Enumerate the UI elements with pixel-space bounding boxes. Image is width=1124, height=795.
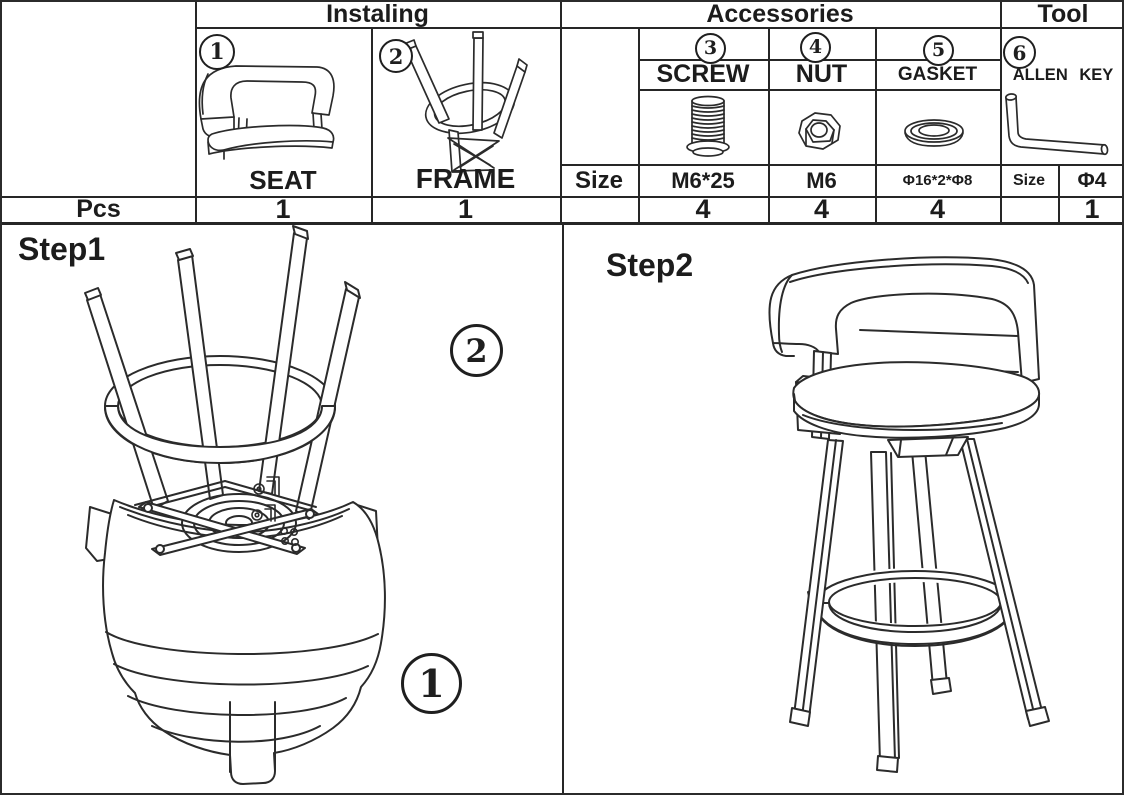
swivel-plate	[135, 481, 318, 555]
table-line	[2, 196, 1122, 198]
callout-seat-1: 1	[401, 653, 462, 714]
part-number-3: 3	[695, 33, 726, 64]
step2-label: Step2	[606, 247, 694, 283]
pcs-frame: 1	[457, 194, 474, 224]
screw-icon	[687, 97, 729, 157]
table-line	[195, 27, 1122, 29]
nut-icon	[799, 113, 840, 149]
part-name-screw: SCREW	[656, 59, 750, 88]
foot-ring-front	[816, 603, 1014, 644]
seat-icon	[199, 66, 334, 159]
pcs-gasket: 4	[929, 194, 946, 224]
table-line	[875, 27, 877, 223]
stool-legs-back	[871, 450, 951, 772]
pcs-screw: 4	[695, 194, 711, 224]
part-number-5: 5	[923, 35, 954, 66]
part-number-6: 6	[1003, 36, 1036, 69]
part-number-4: 4	[800, 32, 831, 63]
part-name-nut: NUT	[795, 59, 848, 88]
table-line	[1058, 165, 1060, 223]
table-line	[638, 89, 1000, 91]
step1-drawing	[2, 224, 562, 795]
table-part-icons	[2, 2, 1124, 224]
part-name-frame: FRAME	[415, 162, 516, 194]
size-screw: M6*25	[671, 167, 735, 193]
step2-drawing	[562, 224, 1124, 795]
part-name-allen-key: ALLEN KEY	[1012, 65, 1114, 84]
panel-divider	[562, 223, 564, 793]
pcs-row-label: Pcs	[76, 195, 121, 223]
callout-frame-2: 2	[450, 324, 503, 377]
header-accessories: Accessories	[706, 0, 854, 28]
part-name-gasket: GASKET	[897, 63, 978, 85]
frame-icon	[404, 32, 527, 172]
foot-ring-front	[105, 406, 335, 463]
table-line	[371, 27, 373, 223]
stool-legs-front	[790, 439, 1049, 726]
table-line	[638, 27, 640, 223]
part-number-2: 2	[379, 39, 413, 73]
size-nut: M6	[806, 167, 837, 193]
pcs-allen-key: 1	[1084, 194, 1100, 224]
header-tool: Tool	[1037, 0, 1089, 28]
table-line	[1000, 2, 1002, 223]
table-line	[768, 27, 770, 223]
size-label-tool: Size	[1012, 171, 1045, 189]
table-line	[560, 2, 562, 223]
screw-indicator-icons	[252, 477, 298, 545]
size-gasket: Φ16*2*Φ8	[902, 172, 973, 189]
pcs-nut: 4	[813, 194, 830, 224]
part-name-seat: SEAT	[249, 164, 317, 195]
stool-legs	[85, 226, 360, 519]
allen-key-icon	[1006, 93, 1109, 154]
seat-cushion	[793, 362, 1039, 457]
part-number-1: 1	[199, 34, 235, 70]
step1-label: Step1	[18, 231, 106, 267]
gasket-icon	[905, 120, 963, 146]
table-line	[560, 164, 1122, 166]
header-installing: Instaling	[326, 0, 429, 28]
size-row-label: Size	[574, 166, 624, 194]
table-line	[195, 2, 197, 223]
size-allen-key: Φ4	[1077, 169, 1107, 192]
pcs-seat: 1	[275, 194, 291, 224]
